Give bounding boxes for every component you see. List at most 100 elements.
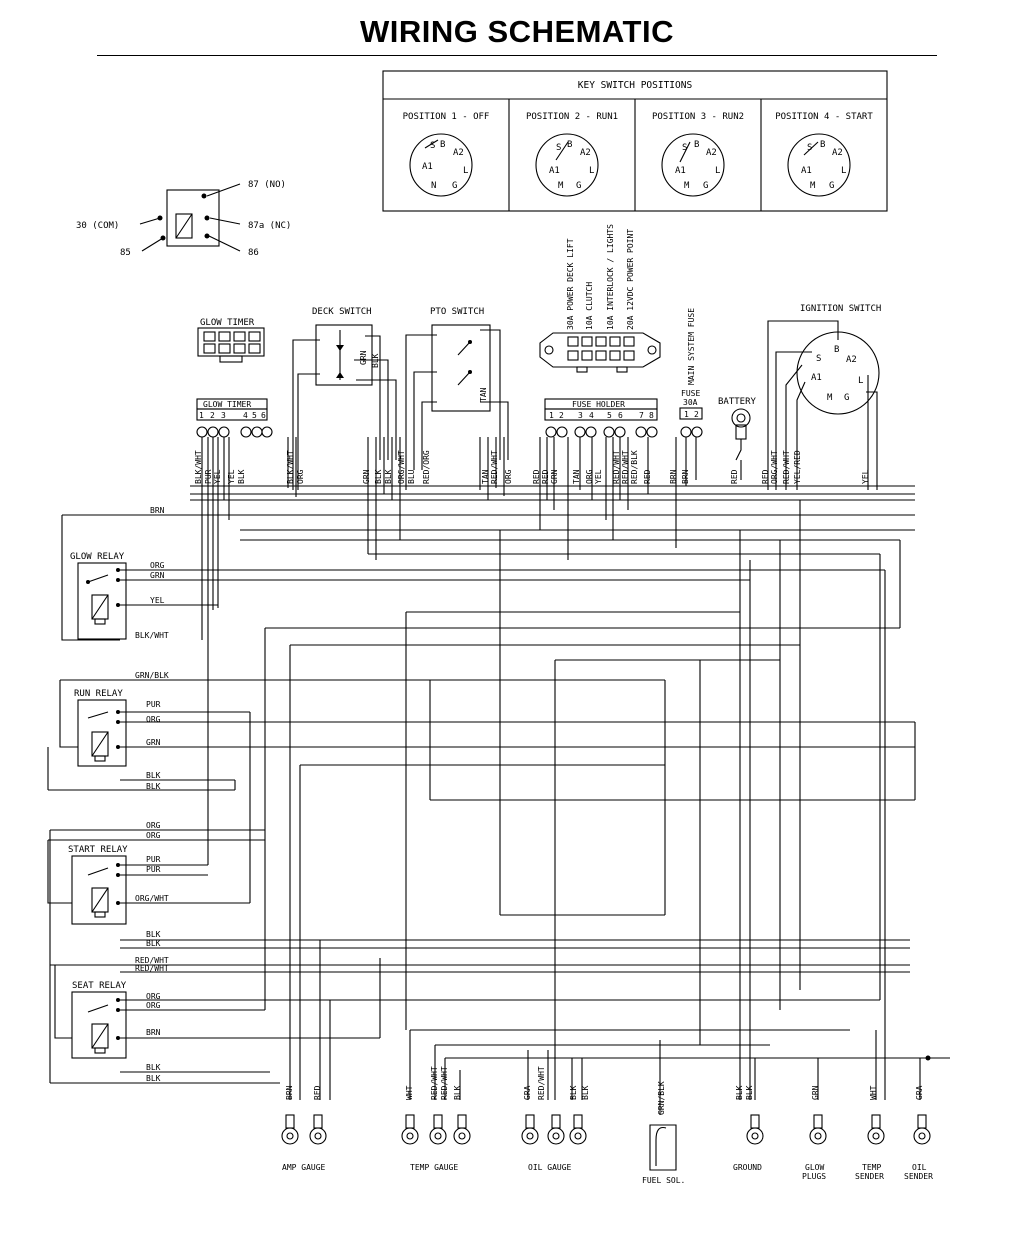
svg-text:A2: A2 [706,148,717,158]
svg-text:PUR: PUR [146,855,161,864]
wire-label: BLK [374,469,383,484]
key-dial-start: S B A2 A1 L M G [787,133,851,197]
svg-text:M: M [827,393,833,403]
wire-label: YEL [213,469,222,484]
svg-text:S: S [816,354,821,364]
svg-text:5: 5 [252,411,257,420]
svg-text:L: L [589,166,594,176]
ring-terminal [521,1127,539,1145]
ring-terminal [913,1127,931,1145]
svg-text:DECK SWITCH: DECK SWITCH [312,307,372,317]
ring-terminal-crimp [457,1114,467,1129]
wire-label: YEL/RED [793,450,802,484]
svg-text:BLK: BLK [146,771,161,780]
svg-text:GLOW RELAY: GLOW RELAY [70,552,125,562]
ring-terminal-crimp [917,1114,927,1129]
ring-terminal-hole [918,1132,926,1140]
svg-text:S: S [430,141,435,151]
oil-sender-label-2: SENDER [904,1172,933,1181]
fuse-legend-4: 20A 12VDC POWER POINT [626,229,635,330]
ring-terminal-crimp [573,1114,583,1129]
svg-text:6: 6 [618,411,623,420]
ring-terminal-hole [434,1132,442,1140]
svg-text:BLK/WHT: BLK/WHT [135,631,169,640]
key-dial-off: S B A2 A1 L N G [409,133,473,197]
bus-lines [48,485,950,1084]
wire-label: RED/WHT [621,450,630,484]
svg-text:A2: A2 [453,148,464,158]
ring-terminal-crimp [433,1114,443,1129]
ring-terminal-hole [872,1132,880,1140]
glow-plugs-label-2: PLUGS [802,1172,826,1181]
wire-label: BLK/WHT [194,450,203,484]
svg-text:2: 2 [559,411,564,420]
svg-text:7: 7 [639,411,644,420]
bottom-wire-label: GRA [523,1085,532,1100]
ring-terminal [453,1127,471,1145]
position-1-label: POSITION 1 - OFF [403,112,490,122]
svg-text:BRN: BRN [150,506,165,515]
glow-plugs-label-1: GLOW [805,1163,824,1172]
ring-terminal-hole [314,1132,322,1140]
fuse-legend-3: 10A INTERLOCK / LIGHTS [606,224,615,330]
wire-stubs [201,437,742,865]
legend-86: 86 [248,248,259,258]
bottom-wire-label: GRA [915,1085,924,1100]
bottom-wire-label: BLK [453,1085,462,1100]
svg-text:GRN: GRN [359,350,368,365]
svg-text:GLOW TIMER: GLOW TIMER [203,400,251,409]
wire-label: GRN [362,469,371,484]
svg-text:A1: A1 [811,373,822,383]
position-2-label: POSITION 2 - RUN1 [526,112,618,122]
svg-text:ORG: ORG [146,992,161,1001]
bottom-wire-label: WHT [869,1085,878,1100]
oil-gauge-label: OIL GAUGE [528,1163,572,1172]
svg-text:M: M [810,181,816,191]
svg-text:8: 8 [649,411,654,420]
svg-text:A2: A2 [580,148,591,158]
ring-terminal-crimp [313,1114,323,1129]
legend-87-no: 87 (NO) [248,180,286,190]
ring-terminal-crimp [405,1114,415,1129]
wire-label: PUR [204,469,213,484]
svg-text:A1: A1 [801,166,812,176]
run-relay: GRN/BLK RUN RELAY PUR ORG GRN BLK BLK [47,671,169,791]
svg-text:B: B [820,140,825,150]
svg-text:BLK: BLK [371,353,380,368]
wire-label: BLK [237,469,246,484]
pto-switch: PTO SWITCH TAN [405,307,509,490]
ring-terminal [867,1127,885,1145]
start-relay: ORG ORG START RELAY PUR PUR ORG/WHT BLK … [47,821,169,1083]
svg-text:S: S [807,143,812,153]
svg-text:G: G [703,181,708,191]
svg-text:ORG: ORG [146,1001,161,1010]
svg-text:2: 2 [210,411,215,420]
wire-label: RED/WHT [782,450,791,484]
oil-sender-label-1: OIL [912,1163,927,1172]
svg-text:GRN: GRN [146,738,161,747]
svg-text:G: G [576,181,581,191]
svg-text:3: 3 [578,411,583,420]
svg-text:B: B [440,140,445,150]
svg-text:A1: A1 [549,166,560,176]
ring-terminal-hole [814,1132,822,1140]
wire-label: TAN [572,469,581,484]
key-dial-run2: S B A2 A1 L M G [661,133,725,197]
bottom-wire-label: WHT [405,1085,414,1100]
ring-terminal-hole [406,1132,414,1140]
svg-text:30A: 30A [683,398,698,407]
wire-label: RED [730,469,739,484]
svg-text:BRN: BRN [146,1028,161,1037]
svg-text:A2: A2 [846,355,857,365]
ring-terminal [569,1127,587,1145]
bottom-wire-label: BLK [735,1085,744,1100]
svg-text:B: B [834,345,839,355]
wire-label: ORG/WHT [397,450,406,484]
fuse-legend-2: 10A CLUTCH [585,282,594,330]
wire-label: ORG [296,469,305,484]
relay-legend: 87 (NO) 87a (NC) 30 (COM) 85 86 [76,180,291,258]
svg-text:TAN: TAN [479,387,488,402]
legend-85: 85 [120,248,131,258]
ring-terminal [429,1127,447,1145]
